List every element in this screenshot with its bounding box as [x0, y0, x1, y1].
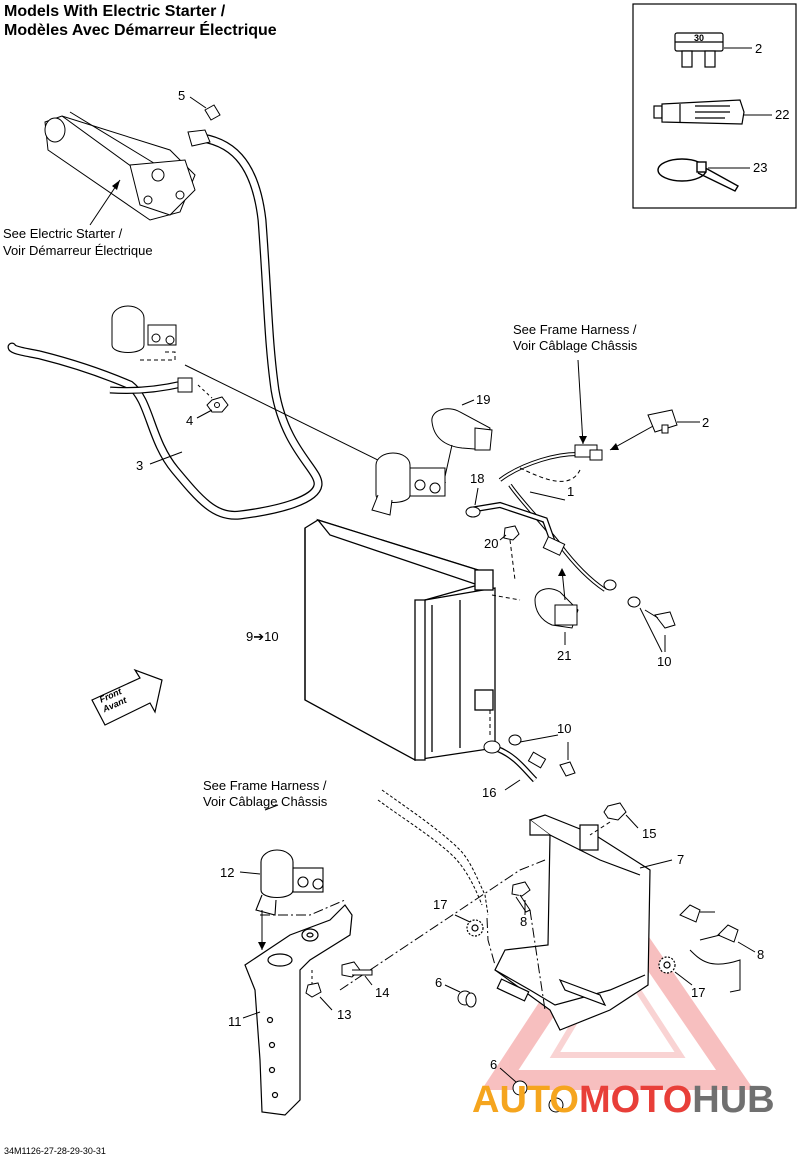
watermark-moto: MOTO: [578, 1079, 693, 1121]
callout-nut-4: 4: [186, 413, 194, 428]
watermark-logo: AUTOMOTOHUB: [472, 1080, 775, 1120]
fuse-small-icon: [647, 409, 678, 434]
nut-20-icon: [503, 525, 520, 541]
callout-bolt-14: 14: [375, 985, 390, 1000]
title-line-2: Modèles Avec Démarreur Électrique: [4, 22, 277, 39]
ref-frame-harness-bottom-2: Voir Câblage Châssis: [203, 794, 328, 809]
callout-bracket-11: 11: [228, 1014, 242, 1029]
callout-boot-21: 21: [557, 648, 572, 663]
callout-cable-tie: 23: [753, 160, 768, 175]
ref-frame-harness-top-1: See Frame Harness /: [513, 322, 637, 337]
fuse-icon: [674, 32, 724, 68]
callout-tray-7: 7: [677, 852, 685, 867]
callout-cable-16: 16: [482, 785, 497, 800]
washer-screw-icon: [603, 579, 676, 629]
harness-wire-path: [498, 452, 607, 592]
callout-fuse-2: 2: [702, 415, 710, 430]
battery-tray-icon: [494, 814, 651, 1031]
lock-washer-icon: [466, 919, 676, 974]
callout-nut-13: 13: [337, 1007, 352, 1022]
callout-boot-19: 19: [476, 392, 491, 407]
grommet-icon: [457, 990, 564, 1113]
callout-bolt-8b: 8: [757, 947, 765, 962]
ref-frame-harness-bottom-1: See Frame Harness /: [203, 778, 327, 793]
solenoid-ghost-icon: [111, 305, 177, 353]
diagram-code: 34M1126-27-28-29-30-31: [4, 1146, 106, 1156]
callout-screws-10a: 10: [657, 654, 672, 669]
cable-tie-icon: [657, 158, 739, 192]
nut-15-icon: [603, 802, 627, 821]
callout-washer-17a: 17: [433, 897, 448, 912]
bolt-8-icon: [511, 881, 531, 913]
callout-grease-tube: 22: [775, 107, 790, 122]
fuse-rating-text: 30: [694, 33, 704, 43]
nut-13-icon: [305, 982, 322, 998]
front-arrow-icon: [91, 668, 163, 726]
bolt-8b-icon: [679, 904, 741, 993]
callout-grommet-6a: 6: [435, 975, 443, 990]
nut-icon: [206, 396, 229, 413]
terminal-boot-icon: [431, 408, 493, 451]
battery-icon: [304, 518, 496, 762]
callout-bolt-8a: 8: [520, 914, 528, 929]
callout-washer-17b: 17: [691, 985, 706, 1000]
title-line-1: Models With Electric Starter /: [4, 3, 226, 20]
accessories-inset-box: [632, 3, 797, 209]
callout-battery: 9➔10: [246, 629, 279, 644]
bolt-14-icon: [341, 961, 373, 978]
watermark-hub: HUB: [692, 1079, 775, 1121]
callout-grommet-6b: 6: [490, 1057, 498, 1072]
boot-21-icon: [534, 588, 579, 629]
callout-bolt-18: 18: [470, 471, 485, 486]
terminal-cap-icon: [204, 104, 221, 121]
watermark-auto: AUTO: [472, 1079, 579, 1121]
callout-screws-10b: 10: [557, 721, 572, 736]
callout-cable-3: 3: [136, 458, 144, 473]
callout-fuse-inset: 2: [755, 41, 763, 56]
grease-tube-icon: [653, 99, 745, 125]
callout-harness-1: 1: [567, 484, 575, 499]
callout-solenoid-12: 12: [220, 865, 235, 880]
callout-cap-5: 5: [178, 88, 186, 103]
solenoid-12-icon: [255, 849, 324, 916]
ref-electric-starter-1: See Electric Starter /: [3, 226, 123, 241]
callout-nut-20: 20: [484, 536, 499, 551]
callout-nut-15: 15: [642, 826, 657, 841]
battery-solenoid-icon: [371, 452, 446, 516]
mounting-bracket-icon: [244, 904, 353, 1116]
electric-starter-icon: [44, 111, 196, 221]
diagram-title: Models With Electric Starter / Modèles A…: [4, 2, 277, 40]
ref-electric-starter-2: Voir Démarreur Électrique: [3, 243, 153, 258]
ref-frame-harness-top-2: Voir Câblage Châssis: [513, 338, 638, 353]
